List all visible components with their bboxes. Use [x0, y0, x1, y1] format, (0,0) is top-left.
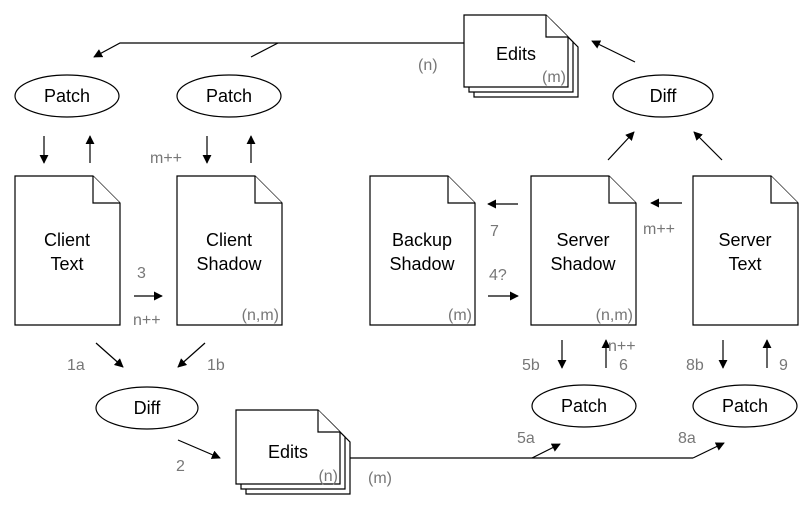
label-step1b: 1b: [207, 357, 225, 374]
label-step9: 9: [779, 357, 788, 374]
backup-shadow-line1: Backup: [392, 230, 452, 250]
client-shadow-document: Client Shadow (n,m): [176, 175, 283, 326]
label-n-inc-server: n++: [608, 338, 636, 355]
patch-server-shadow-ellipse: Patch: [531, 384, 637, 428]
edits-top-version: (m): [542, 69, 566, 86]
server-text-document: Server Text: [692, 175, 799, 326]
arrow-client-text-to-diff: [95, 342, 124, 368]
diff-top-label: Diff: [650, 86, 678, 106]
label-step1a: 1a: [67, 357, 85, 374]
patch-client-shadow-ellipse: Patch: [176, 74, 282, 118]
diff-top-ellipse: Diff: [612, 74, 714, 118]
diff-bottom-ellipse: Diff: [95, 386, 199, 430]
arrow-server-shadow-to-diff: [607, 131, 635, 161]
server-shadow-line1: Server: [556, 230, 609, 250]
label-step5b: 5b: [522, 357, 540, 374]
client-shadow-line1: Client: [206, 230, 252, 250]
server-text-line2: Text: [728, 254, 761, 274]
label-n-inc-client: n++: [133, 312, 161, 329]
edits-top-to-client-line: [93, 42, 464, 58]
backup-shadow-version: (m): [448, 307, 472, 324]
patch-client-text-label: Patch: [44, 86, 90, 106]
server-shadow-line2: Shadow: [550, 254, 616, 274]
arrow-edits-to-server-shadow-patch: [531, 443, 561, 459]
label-step5a: 5a: [517, 430, 535, 447]
label-step7: 7: [490, 223, 499, 240]
edits-bottom-label: Edits: [268, 442, 308, 462]
client-text-line1: Client: [44, 230, 90, 250]
client-text-line2: Text: [50, 254, 83, 274]
label-step6: 6: [619, 357, 628, 374]
server-text-line1: Server: [718, 230, 771, 250]
server-shadow-document: Server Shadow (n,m): [530, 175, 637, 326]
edits-stack-bottom: Edits (n): [235, 409, 351, 495]
label-step3: 3: [137, 265, 146, 282]
client-text-document: Client Text: [14, 175, 121, 326]
label-step8b: 8b: [686, 357, 704, 374]
edits-top-label: Edits: [496, 44, 536, 64]
client-shadow-version: (n,m): [242, 307, 279, 324]
client-shadow-line2: Shadow: [196, 254, 262, 274]
edits-bottom-version: (n): [318, 468, 338, 485]
server-shadow-version: (n,m): [596, 307, 633, 324]
label-m-inc-server: m++: [643, 221, 675, 238]
diff-bottom-label: Diff: [134, 398, 162, 418]
edits-top-to-client-shadow-branch: [250, 42, 279, 58]
arrow-server-text-to-diff: [693, 131, 723, 161]
edits-stack-top: Edits (m): [463, 14, 579, 98]
patch-server-text-label: Patch: [722, 396, 768, 416]
edits-bottom-side-label: (m): [368, 470, 392, 487]
patch-client-shadow-label: Patch: [206, 86, 252, 106]
backup-shadow-document: Backup Shadow (m): [369, 175, 476, 326]
edits-top-side-label: (n): [418, 57, 438, 74]
label-step4q: 4?: [489, 267, 507, 284]
label-step8a: 8a: [678, 430, 696, 447]
arrow-diff-to-edits-bottom: [177, 439, 221, 459]
patch-client-text-ellipse: Patch: [14, 74, 120, 118]
patch-server-shadow-label: Patch: [561, 396, 607, 416]
arrow-edits-to-server-text-patch: [692, 442, 725, 459]
backup-shadow-line2: Shadow: [389, 254, 455, 274]
diff-to-edits-top-arrow: [591, 40, 636, 63]
arrow-client-shadow-to-diff: [177, 342, 206, 368]
patch-server-text-ellipse: Patch: [692, 384, 798, 428]
label-step2: 2: [176, 458, 185, 475]
label-m-inc-client: m++: [150, 150, 182, 167]
